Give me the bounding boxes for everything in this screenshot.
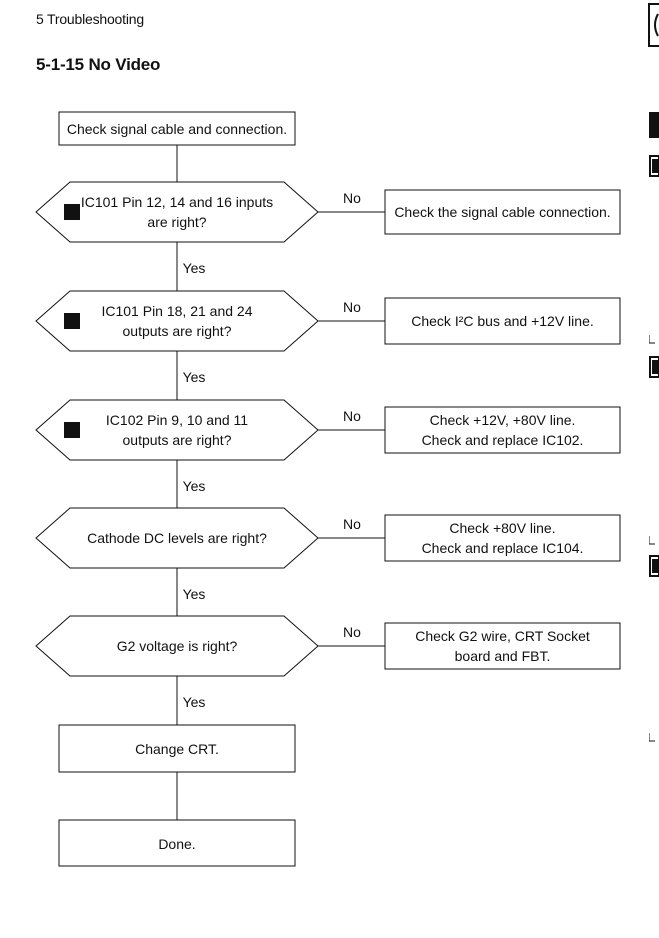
step-badge-number: 14: [66, 207, 79, 219]
decision-label: are right?: [147, 214, 206, 230]
yes-label: Yes: [183, 586, 206, 602]
yes-label: Yes: [183, 694, 206, 710]
no-label: No: [343, 299, 361, 315]
start-box-label: Check signal cable and connection.: [67, 121, 287, 137]
action-label: board and FBT.: [455, 648, 551, 664]
decision-label: G2 voltage is right?: [117, 638, 238, 654]
decision-label: outputs are right?: [123, 323, 232, 339]
done-box: [58, 819, 296, 867]
right-edge-waveform-panel-1-icon: [649, 155, 659, 344]
action-label: Check +12V, +80V line.: [430, 412, 576, 428]
step-badge: [64, 422, 80, 438]
page-header: 5 Troubleshooting: [36, 11, 144, 27]
action-label: Check and replace IC104.: [422, 540, 584, 556]
action-label: Check G2 wire, CRT Socket: [415, 628, 590, 644]
no-label: No: [343, 624, 361, 640]
right-edge-bracket-icon: [648, 3, 659, 47]
decision-label: IC101 Pin 18, 21 and 24: [101, 303, 252, 319]
decision-label: Cathode DC levels are right?: [87, 530, 267, 546]
action-box: [384, 406, 621, 454]
action-box: [384, 297, 621, 345]
action-box: [384, 622, 621, 670]
change-crt-box: [58, 724, 296, 773]
decision-label: outputs are right?: [123, 432, 232, 448]
step-badge: [64, 204, 80, 220]
action-label: Check I²C bus and +12V line.: [411, 313, 594, 329]
action-box: [384, 189, 621, 235]
page-title: 5-1-15 No Video: [36, 55, 161, 74]
decision-label: IC102 Pin 9, 10 and 11: [106, 412, 248, 428]
no-label: No: [343, 408, 361, 424]
right-edge-waveform-panel-2-icon: [649, 356, 659, 545]
step-badge: [64, 313, 80, 329]
no-label: No: [343, 516, 361, 532]
start-box: [58, 111, 296, 146]
step-badge-number: 15: [66, 316, 78, 328]
yes-label: Yes: [183, 260, 206, 276]
action-label: Check +80V line.: [449, 520, 555, 536]
action-box: [384, 514, 621, 562]
change-crt-label: Change CRT.: [135, 741, 219, 757]
action-label: Check and replace IC102.: [422, 432, 584, 448]
no-label: No: [343, 190, 361, 206]
right-edge-waveform-panel-3-icon: [649, 555, 659, 742]
right-edge-black-tab-icon: [649, 112, 659, 138]
done-label: Done.: [158, 836, 195, 852]
decision-label: IC101 Pin 12, 14 and 16 inputs: [81, 194, 273, 210]
action-label: Check the signal cable connection.: [394, 204, 610, 220]
yes-label: Yes: [183, 478, 206, 494]
step-badge-number: 16: [66, 425, 78, 437]
yes-label: Yes: [183, 369, 206, 385]
